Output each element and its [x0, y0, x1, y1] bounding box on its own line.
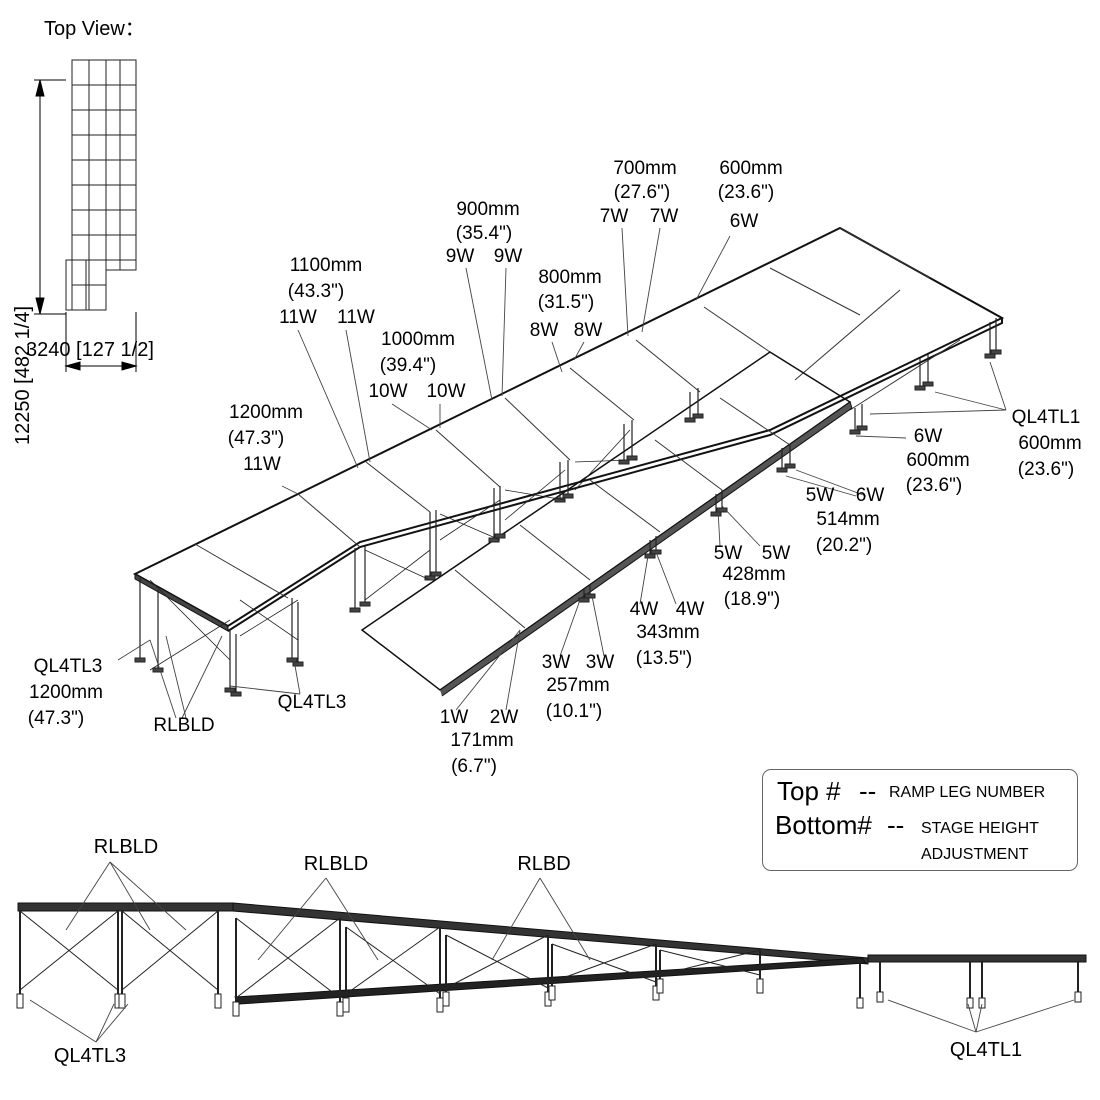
segment-800-size: 800mm [538, 267, 602, 288]
ramp-171-leg-b: 2W [489, 707, 519, 728]
ramp-428-leg-b: 5W [761, 543, 791, 564]
segment-1000-leg-a: 10W [368, 381, 408, 402]
length-dimension-line [34, 79, 66, 315]
ql4tl3-left-label: QL4TL3 [33, 656, 103, 677]
legend-box: Top # -- RAMP LEG NUMBER Bottom# -- STAG… [762, 769, 1078, 871]
ql4tl3-left-inch: (47.3") [27, 708, 85, 729]
ramp-171-leg-a: 1W [439, 707, 469, 728]
ramp-257-inch: (10.1") [545, 701, 603, 722]
ramp-6w-inch: (23.6") [905, 475, 963, 496]
segment-700-leg-a: 7W [599, 206, 629, 227]
segment-1100-inch: (43.3") [287, 281, 345, 302]
ramp-6w-leg: 6W [913, 426, 943, 447]
ramp-257-size: 257mm [546, 675, 610, 696]
segment-900-leg-b: 9W [493, 246, 523, 267]
width-dimension-line [64, 312, 138, 372]
legend-bottom-label: Bottom# [775, 810, 872, 840]
segment-700-leg-b: 7W [649, 206, 679, 227]
ramp-343-inch: (13.5") [635, 648, 693, 669]
ql4tl3-mid-label: QL4TL3 [277, 692, 347, 713]
side-ql4tl1: QL4TL1 [949, 1039, 1023, 1061]
rlbld-iso-label: RLBLD [153, 715, 215, 736]
ramp-343-size: 343mm [636, 622, 700, 643]
top-view-title: Top View： [44, 18, 145, 40]
ramp-428-leg-a: 5W [713, 543, 743, 564]
segment-900-leg-a: 9W [445, 246, 475, 267]
isometric-stage [132, 226, 1005, 697]
segment-800-inch: (31.5") [537, 292, 595, 313]
ramp-428-size: 428mm [722, 564, 786, 585]
ramp-514-leg-a: 5W [805, 485, 835, 506]
side-ql4tl3: QL4TL3 [53, 1045, 127, 1067]
ramp-6w-size: 600mm [906, 450, 970, 471]
ramp-171-size: 171mm [450, 730, 514, 751]
ramp-257-leg-a: 3W [541, 652, 571, 673]
ql4tl1-label: QL4TL1 [1011, 407, 1081, 428]
segment-700-inch: (27.6") [613, 182, 671, 203]
legend-bottom-desc-2: ADJUSTMENT [921, 846, 1029, 863]
ql4tl1-inch: (23.6") [1017, 459, 1075, 480]
segment-1200-size: 1200mm [229, 402, 303, 423]
segment-1000-inch: (39.4") [379, 355, 437, 376]
ql4tl3-left-size: 1200mm [29, 682, 103, 703]
segment-1000-leg-b: 10W [426, 381, 466, 402]
legend-bottom-dash: -- [887, 810, 905, 840]
ramp-343-leg-a: 4W [629, 599, 659, 620]
side-rlbld-1: RLBLD [93, 836, 159, 858]
segment-1100-leg-b: 11W [337, 307, 375, 328]
top-view-plan [65, 59, 137, 311]
legend-top-desc: RAMP LEG NUMBER [889, 784, 1046, 801]
segment-900-inch: (35.4") [455, 223, 513, 244]
segment-600-inch: (23.6") [717, 182, 775, 203]
ramp-343-leg-b: 4W [675, 599, 705, 620]
segment-600-legs: 6W [729, 211, 759, 232]
segment-600-size: 600mm [719, 158, 783, 179]
segment-900-size: 900mm [456, 199, 520, 220]
ramp-514-leg-b: 6W [855, 485, 885, 506]
ramp-514-inch: (20.2") [815, 535, 873, 556]
ramp-428-inch: (18.9") [723, 589, 781, 610]
segment-700-size: 700mm [613, 158, 677, 179]
side-elevation [16, 902, 1087, 1017]
length-dimension-label: 12250 [482 1/4] [12, 305, 34, 445]
segment-800-leg-b: 8W [573, 320, 603, 341]
ql4tl1-size: 600mm [1018, 433, 1082, 454]
segment-1000-size: 1000mm [381, 329, 455, 350]
ramp-171-inch: (6.7") [451, 756, 497, 777]
segment-1200-legs: 11W [243, 454, 281, 475]
ramp-514-size: 514mm [816, 509, 880, 530]
side-rlbld-2: RLBLD [303, 853, 369, 875]
legend-top-label: Top # [777, 776, 841, 806]
width-dimension-label: 3240 [127 1/2] [26, 339, 154, 361]
segment-1100-size: 1100mm [289, 255, 363, 276]
legend-top-dash: -- [859, 776, 877, 806]
segment-800-leg-a: 8W [529, 320, 559, 341]
ramp-257-leg-b: 3W [585, 652, 615, 673]
legend-bottom-desc-1: STAGE HEIGHT [921, 820, 1039, 837]
side-rlbd: RLBD [517, 853, 571, 875]
segment-1100-leg-a: 11W [279, 307, 317, 328]
segment-1200-inch: (47.3") [227, 428, 285, 449]
